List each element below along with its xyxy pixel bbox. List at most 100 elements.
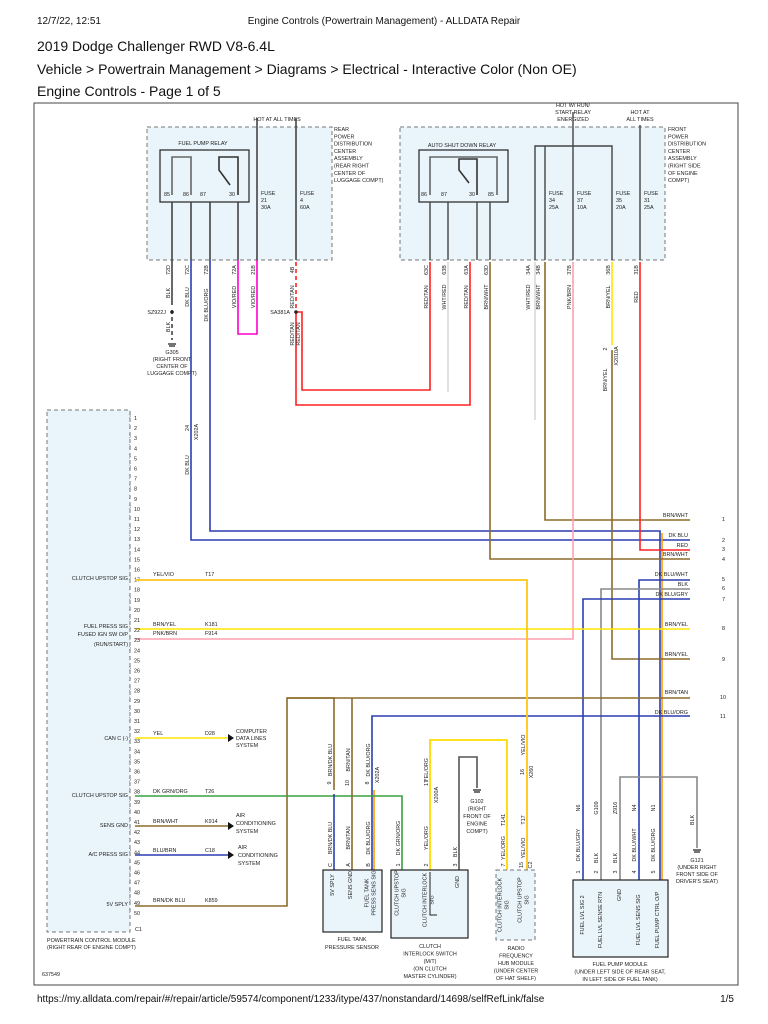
svg-text:31B: 31B [634, 265, 640, 275]
svg-text:B: B [366, 863, 372, 867]
pcm-pin-16: 16 [134, 568, 140, 574]
rear-relay-pins: 85 86 87 30 [164, 192, 235, 198]
pcm-pin-3: 3 [134, 436, 137, 442]
pcm-pin-45: 45 [134, 860, 140, 866]
svg-text:VIO/RED: VIO/RED [232, 286, 238, 308]
svg-text:34A: 34A [526, 265, 532, 275]
svg-text:87: 87 [441, 192, 447, 198]
svg-text:30: 30 [469, 192, 475, 198]
svg-text:T17: T17 [205, 572, 214, 578]
svg-text:86: 86 [183, 192, 189, 198]
pcm-connector-c1: C1 [135, 927, 142, 933]
svg-text:2: 2 [424, 864, 430, 867]
wire-vio-red [237, 260, 258, 335]
svg-text:37B: 37B [567, 265, 573, 275]
svg-text:RED: RED [677, 543, 688, 549]
fuel-pump-relay [159, 149, 250, 203]
pin-terminal-icon [128, 837, 131, 843]
pcm-pin-35: 35 [134, 759, 140, 765]
svg-text:4: 4 [722, 557, 725, 563]
svg-text:FUEL PRESS SIG: FUEL PRESS SIG [84, 624, 128, 630]
wire-t26 [135, 795, 403, 870]
svg-text:(RUN/START): (RUN/START) [94, 642, 128, 648]
pin-terminal-icon [128, 757, 131, 762]
svg-text:31: 31 [644, 198, 650, 204]
ground-g121-icon [693, 849, 701, 853]
pin-terminal-icon [128, 545, 131, 550]
breadcrumb: Vehicle > Powertrain Management > Diagra… [37, 61, 577, 77]
svg-text:35: 35 [616, 198, 622, 204]
svg-text:N6: N6 [576, 805, 582, 812]
svg-text:60A: 60A [300, 205, 310, 211]
svg-text:RED/TAN: RED/TAN [296, 322, 302, 345]
svg-text:WHT/RED: WHT/RED [526, 284, 532, 309]
pin-terminal-icon [128, 696, 131, 702]
svg-text:86: 86 [421, 192, 427, 198]
print-page-title: Engine Controls (Powertrain Management) … [247, 16, 521, 27]
svg-text:BRN/WHT: BRN/WHT [663, 513, 689, 519]
wire-yel-org [429, 739, 508, 870]
svg-text:YEL/ORG: YEL/ORG [424, 826, 430, 850]
pin-terminal-icon [128, 908, 131, 914]
svg-text:34: 34 [549, 198, 555, 204]
pin-terminal-icon [128, 433, 131, 439]
pin-terminal-icon [128, 464, 131, 469]
wire-blk [600, 588, 690, 912]
relay-coil [171, 156, 192, 195]
svg-text:T17: T17 [521, 815, 527, 824]
pin-terminal-icon [128, 474, 131, 479]
pcm-pin-12: 12 [134, 527, 140, 533]
svg-text:3: 3 [453, 864, 459, 867]
svg-text:7: 7 [722, 597, 725, 603]
svg-text:VIO/RED: VIO/RED [251, 286, 257, 308]
pcm-pin-41: 41 [134, 820, 140, 826]
pcm-pin-10: 10 [134, 507, 140, 513]
svg-text:SZ922J: SZ922J [147, 310, 166, 316]
svg-text:72D: 72D [166, 265, 172, 275]
svg-text:SENS GND: SENS GND [348, 871, 354, 899]
svg-text:X200A: X200A [434, 787, 440, 804]
pin-terminal-icon [128, 423, 131, 429]
pcm-pin-11: 11 [134, 517, 140, 523]
footer-url[interactable]: https://my.alldata.com/repair/#/repair/a… [37, 994, 545, 1005]
svg-text:34B: 34B [536, 265, 542, 275]
pin-terminal-icon [128, 454, 131, 459]
svg-text:85: 85 [488, 192, 494, 198]
rear-hot-label: HOT AT ALL TIMES [253, 117, 301, 123]
wire-72c-dk-blu [190, 260, 690, 541]
pcm-pin-42: 42 [134, 830, 140, 836]
pin-terminal-icon [128, 888, 131, 893]
pin-terminal-icon [128, 706, 131, 712]
pcm-pin-7: 7 [134, 477, 137, 483]
svg-text:CLUTCH INTERLOCKSIG: CLUTCH INTERLOCKSIG [498, 877, 511, 932]
svg-text:BLK: BLK [594, 853, 600, 864]
svg-text:10: 10 [345, 780, 351, 786]
svg-text:8: 8 [365, 782, 371, 785]
svg-text:FUSED IGN SW O/P: FUSED IGN SW O/P [78, 632, 129, 638]
svg-text:4: 4 [632, 871, 638, 874]
svg-text:3: 3 [613, 871, 619, 874]
pin-terminal-icon [128, 898, 131, 904]
pin-terminal-icon [128, 595, 131, 601]
radio-frequency-hub-module [495, 869, 536, 941]
svg-text:YEL/VIO: YEL/VIO [521, 735, 527, 756]
pcm-pin-23: 23 [134, 638, 140, 644]
pin-terminal-icon [128, 635, 131, 641]
asd-relay-title: AUTO SHUT DOWN RELAY [428, 143, 497, 149]
svg-text:YEL/ORG: YEL/ORG [501, 836, 507, 860]
svg-text:CLUTCH UPSTOPSIG: CLUTCH UPSTOPSIG [518, 877, 531, 923]
svg-text:BRN/WHT: BRN/WHT [536, 284, 542, 310]
svg-text:25A: 25A [644, 205, 654, 211]
svg-text:63B: 63B [442, 265, 448, 275]
page-subtitle: Engine Controls - Page 1 of 5 [37, 83, 221, 99]
pcm-pin-44: 44 [134, 850, 140, 856]
svg-text:DK BLU: DK BLU [185, 287, 191, 307]
svg-text:DK BLU: DK BLU [185, 455, 191, 475]
svg-text:DK BLU/GRY: DK BLU/GRY [655, 592, 688, 598]
wire-brn-tan-10 [135, 697, 690, 907]
pin-terminal-icon [128, 878, 131, 883]
pin-terminal-icon [128, 494, 131, 500]
svg-text:DK BLU/ORG: DK BLU/ORG [366, 821, 372, 854]
